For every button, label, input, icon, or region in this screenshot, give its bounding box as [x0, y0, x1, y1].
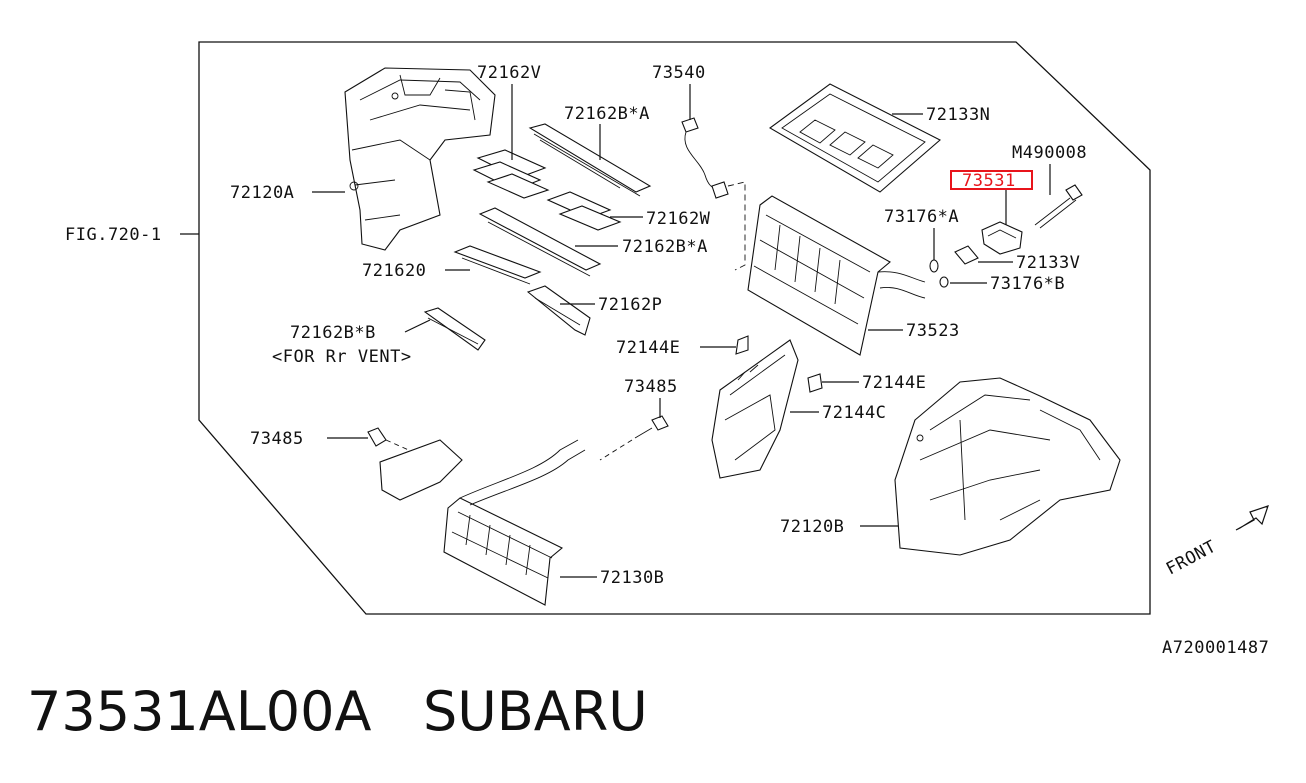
fig-reference[interactable]: FIG.720-1 — [65, 225, 162, 245]
part-number-title: 73531AL00A SUBARU — [27, 680, 648, 743]
part-721620-illustration — [453, 245, 542, 285]
part-73531-illustration — [981, 221, 1023, 255]
callout-72162BA-top[interactable]: 72162B*A — [564, 104, 650, 124]
callout-72162P[interactable]: 72162P — [598, 295, 662, 315]
callout-72162W[interactable]: 72162W — [646, 209, 711, 229]
callout-M490008[interactable]: M490008 — [1012, 143, 1087, 163]
callout-72120A[interactable]: 72120A — [230, 183, 294, 203]
callout-72130B[interactable]: 72130B — [600, 568, 664, 588]
callout-72144E-right[interactable]: 72144E — [862, 373, 926, 393]
part-72162BA-mid-illustration — [478, 207, 602, 277]
callout-73485-center[interactable]: 73485 — [624, 377, 678, 397]
part-72120B-illustration — [894, 377, 1121, 556]
callout-73485-left[interactable]: 73485 — [250, 429, 304, 449]
part-72144E-right-illustration — [807, 373, 823, 393]
part-72144E-left-illustration — [735, 335, 749, 355]
callout-73523[interactable]: 73523 — [906, 321, 960, 341]
part-73523-illustration — [747, 195, 926, 356]
highlight-box-73531 — [950, 170, 1033, 190]
callout-721620[interactable]: 721620 — [362, 261, 426, 281]
front-arrow-icon — [1235, 505, 1269, 531]
part-73485-left-illustration — [367, 427, 463, 501]
callout-for-rr-vent[interactable]: <FOR Rr VENT> — [272, 347, 412, 367]
front-label: FRONT — [1163, 537, 1220, 580]
callout-72162BA-mid[interactable]: 72162B*A — [622, 237, 708, 257]
callout-73176A[interactable]: 73176*A — [884, 207, 959, 227]
part-73176A-illustration — [929, 259, 939, 273]
part-73485-center-illustration — [599, 415, 669, 461]
part-73176B-illustration — [939, 276, 949, 288]
callout-72162BB[interactable]: 72162B*B — [290, 323, 376, 343]
callout-73531-highlighted[interactable]: 73531 — [962, 171, 1016, 191]
part-73540-illustration — [681, 117, 746, 271]
callout-72133N[interactable]: 72133N — [926, 105, 990, 125]
part-72162BA-top-illustration — [528, 123, 652, 197]
part-72162V-illustration — [472, 149, 550, 199]
part-72144C-illustration — [711, 339, 799, 479]
part-72162BB-illustration — [423, 307, 486, 351]
callout-72144C[interactable]: 72144C — [822, 403, 886, 423]
part-72133V-illustration — [954, 245, 979, 265]
callout-72133V[interactable]: 72133V — [1016, 253, 1080, 273]
callout-72144E-left[interactable]: 72144E — [616, 338, 680, 358]
part-72120A-illustration — [344, 67, 496, 251]
diagram-frame — [198, 41, 1151, 615]
callout-73176B[interactable]: 73176*B — [990, 274, 1065, 294]
part-72162W-illustration — [546, 191, 622, 231]
callout-73540[interactable]: 73540 — [652, 63, 706, 83]
front-direction-indicator: FRONT — [1163, 505, 1269, 580]
part-M490008-illustration — [1034, 184, 1083, 229]
diagram-code: A720001487 — [1162, 638, 1269, 658]
part-72133N-illustration — [768, 83, 941, 193]
callout-72162V[interactable]: 72162V — [477, 63, 541, 83]
part-72162P-illustration — [526, 285, 591, 336]
part-72130B-illustration — [443, 439, 586, 606]
callout-72120B[interactable]: 72120B — [780, 517, 844, 537]
